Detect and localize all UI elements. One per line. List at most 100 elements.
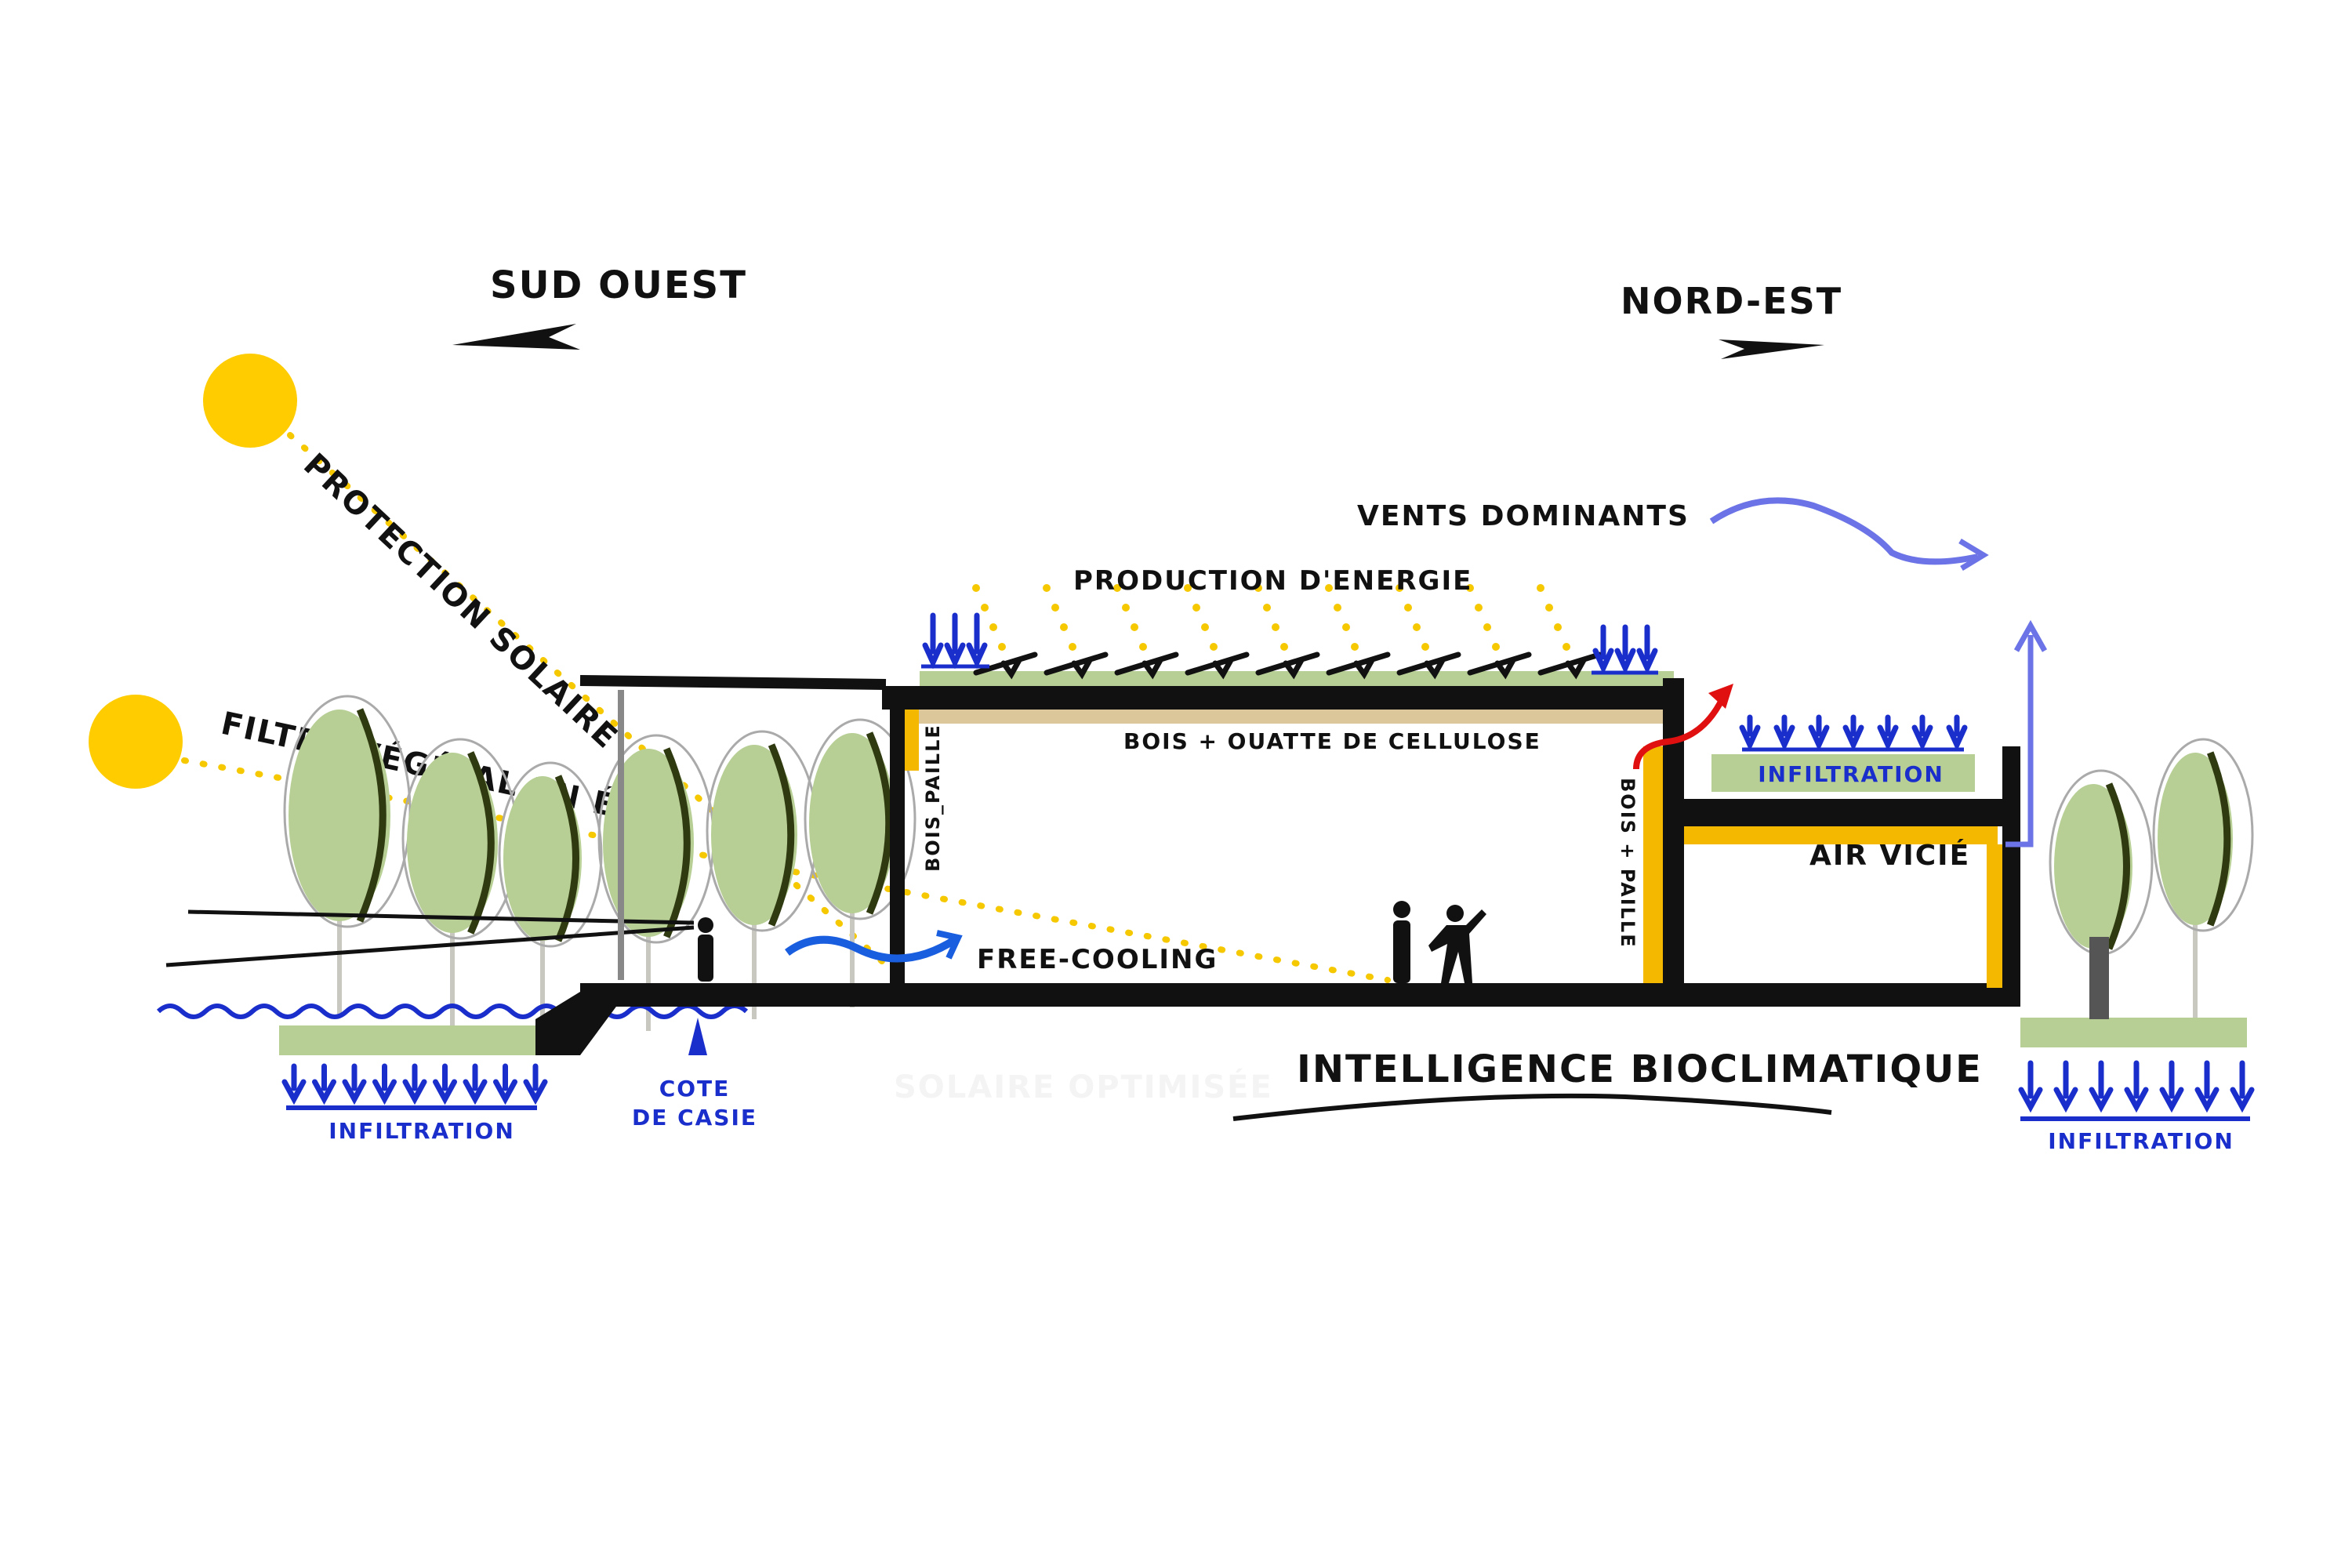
tree-outline bbox=[2152, 738, 2254, 932]
sun-ray-dot bbox=[1563, 643, 1570, 651]
tree-shade-arc bbox=[866, 731, 893, 915]
down-arrow-icon bbox=[523, 1063, 548, 1105]
tree-shade-arc bbox=[467, 751, 495, 935]
annex-wall bbox=[2002, 746, 2020, 996]
label-infiltration-left: INFILTRATION bbox=[328, 1118, 515, 1144]
down-arrow-icon bbox=[2089, 1060, 2114, 1113]
tree-outline bbox=[498, 761, 603, 948]
green-roof bbox=[920, 671, 1674, 689]
down-arrow-icon bbox=[433, 1063, 457, 1105]
sun-high-icon bbox=[203, 354, 297, 448]
main-title: INTELLIGENCE BIOCLIMATIQUE bbox=[1297, 1047, 1983, 1091]
down-arrow-icon bbox=[281, 1063, 307, 1105]
gabion-post bbox=[2089, 937, 2109, 1019]
down-arrow-icon bbox=[922, 612, 944, 670]
solar-panels bbox=[972, 584, 1602, 680]
vent-arrowhead-icon bbox=[2013, 619, 2048, 652]
sun-ray-dot bbox=[1184, 584, 1192, 592]
sun-ray-dot bbox=[1060, 623, 1068, 631]
label-protection-solaire: PROTECTION SOLAIRE bbox=[296, 447, 625, 757]
wind-arrow bbox=[1709, 497, 1979, 565]
sun-ray-dot bbox=[1466, 584, 1474, 592]
label-wall-left-material: BOIS_PAILLE bbox=[922, 724, 944, 872]
sun-ray-dot bbox=[1069, 643, 1076, 651]
rain-arrows-roof-right bbox=[1592, 624, 1658, 675]
solar-panel-icon bbox=[1537, 652, 1602, 680]
annex-roof bbox=[1684, 799, 2005, 826]
arrow-left-icon bbox=[452, 324, 580, 350]
label-free-cooling: FREE-COOLING bbox=[977, 944, 1218, 975]
down-arrow-icon bbox=[2230, 1060, 2255, 1113]
sun-ray-dot bbox=[981, 604, 989, 612]
down-arrow-icon bbox=[1808, 714, 1830, 752]
sun-ray-dot bbox=[1051, 604, 1059, 612]
tree-shade-arc bbox=[663, 747, 691, 938]
label-de-casie: DE CASIE bbox=[632, 1105, 757, 1131]
sun-ray-dot bbox=[1122, 604, 1130, 612]
down-arrow-icon bbox=[1773, 714, 1795, 752]
trees-left bbox=[283, 695, 916, 1035]
sun-ray-dot bbox=[1280, 643, 1288, 651]
tree-canopy bbox=[503, 776, 582, 941]
label-air-vicie: AIR VICIÉ bbox=[1809, 839, 1970, 872]
down-arrow-icon bbox=[966, 612, 988, 670]
sun-ray-dot bbox=[1254, 584, 1262, 592]
ground-wedge bbox=[535, 992, 627, 1055]
sun-ray-dot bbox=[1334, 604, 1341, 612]
sun-ray-dot bbox=[1413, 623, 1421, 631]
down-arrow-icon bbox=[2053, 1060, 2078, 1113]
sight-line-2 bbox=[165, 925, 695, 967]
grass-right bbox=[2020, 1018, 2247, 1047]
roof-slab bbox=[882, 686, 1684, 710]
sun-ray-dot bbox=[1396, 584, 1403, 592]
label-roof-material: BOIS + OUATTE DE CELLULOSE bbox=[1123, 728, 1541, 754]
wind-arrowhead-icon bbox=[1958, 538, 1989, 571]
down-arrow-icon bbox=[493, 1063, 517, 1105]
solar-panel-icon bbox=[1326, 652, 1391, 680]
people-inside bbox=[1393, 901, 1486, 983]
solar-panel-icon bbox=[1114, 652, 1179, 680]
infiltration-arrows-right bbox=[2018, 1060, 2255, 1113]
exhaust-air-arrow bbox=[1633, 697, 1726, 770]
sun-low-icon bbox=[89, 695, 183, 789]
sun-ray-dot bbox=[1210, 643, 1218, 651]
down-arrow-icon bbox=[1614, 624, 1636, 675]
tree-canopy bbox=[809, 733, 895, 913]
tree-canopy bbox=[2158, 753, 2233, 925]
label-infiltration-roof: INFILTRATION bbox=[1758, 761, 1944, 787]
tree-shade-arc bbox=[2105, 782, 2130, 950]
orientation-sud-ouest: SUD OUEST bbox=[490, 263, 747, 307]
sun-ray-dot bbox=[1131, 623, 1138, 631]
down-arrow-icon bbox=[312, 1063, 336, 1105]
infiltration-arrows-roof bbox=[1739, 714, 1968, 752]
sun-ray-dot bbox=[1263, 604, 1271, 612]
sun-ray-dot bbox=[1554, 623, 1562, 631]
water-wave bbox=[156, 1004, 749, 1019]
sun-ray-dot bbox=[1139, 643, 1147, 651]
canopy-roof bbox=[579, 675, 887, 690]
solar-panel-icon bbox=[973, 652, 1038, 680]
sun-ray-dot bbox=[1351, 643, 1359, 651]
solar-panel-icon bbox=[1467, 652, 1532, 680]
wall-left bbox=[890, 686, 905, 988]
rain-arrows-roof-left bbox=[922, 612, 988, 670]
sun-ray-dot bbox=[1201, 623, 1209, 631]
annex-wall-timber bbox=[1987, 844, 2002, 988]
exhaust-arrowhead-icon bbox=[1708, 684, 1733, 709]
solar-panel-icon bbox=[1044, 652, 1109, 680]
orientation-nord-est: NORD-EST bbox=[1621, 280, 1842, 322]
label-infiltration-right: INFILTRATION bbox=[2048, 1128, 2234, 1154]
faint-label: SOLAIRE OPTIMISÉE bbox=[894, 1068, 1273, 1105]
sun-ray-dot bbox=[1325, 584, 1333, 592]
sun-ray-dot bbox=[1475, 604, 1483, 612]
sun-ray-dot bbox=[1492, 643, 1500, 651]
sight-line-1 bbox=[187, 909, 695, 925]
sun-ray-dot bbox=[1545, 604, 1553, 612]
down-arrow-icon bbox=[402, 1063, 427, 1105]
tree-canopy bbox=[289, 710, 390, 921]
floor-slab bbox=[580, 983, 2020, 1007]
sun-ray-dot bbox=[1404, 604, 1412, 612]
wall-right-timber bbox=[1643, 746, 1663, 988]
annex-ceiling-timber bbox=[1684, 826, 1998, 844]
